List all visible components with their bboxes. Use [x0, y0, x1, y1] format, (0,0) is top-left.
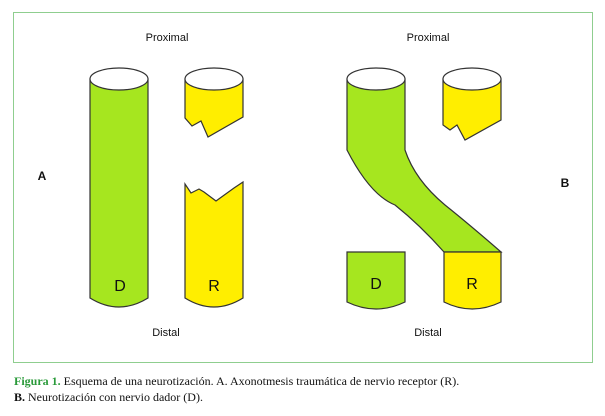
receptor-proximal-b [442, 78, 502, 141]
proximal-label-a: Proximal [145, 32, 189, 44]
receptor-distal-a [184, 180, 244, 308]
distal-label-a: Distal [152, 327, 180, 339]
caption-line-2: Neurotización con nervio dador (D). [25, 390, 203, 404]
donor-graft-b-top [346, 67, 406, 91]
receptor-proximal-a-top [184, 67, 244, 91]
figure-number: Figura 1. [14, 374, 61, 388]
distal-label-b: Distal [414, 327, 442, 339]
caption-b-marker: B. [14, 390, 26, 404]
receptor-label-a: R [208, 278, 220, 295]
donor-stump-b [346, 251, 406, 310]
panel-a-label: A [37, 169, 47, 183]
proximal-label-b: Proximal [406, 32, 450, 44]
caption-line-1: Esquema de una neurotización. A. Axonotm… [60, 374, 460, 388]
donor-nerve-a-top [89, 67, 149, 91]
receptor-proximal-a [184, 78, 244, 138]
donor-nerve-a [89, 78, 149, 308]
panel-b-label: B [560, 176, 570, 190]
receptor-proximal-b-top [442, 67, 502, 91]
receptor-label-b: R [466, 276, 478, 293]
figure-caption: Figura 1. Esquema de una neurotización. … [14, 373, 459, 405]
receptor-distal-b [443, 251, 502, 310]
donor-label-b: D [370, 276, 382, 293]
donor-label-a: D [114, 278, 126, 295]
figure-frame [13, 12, 593, 363]
